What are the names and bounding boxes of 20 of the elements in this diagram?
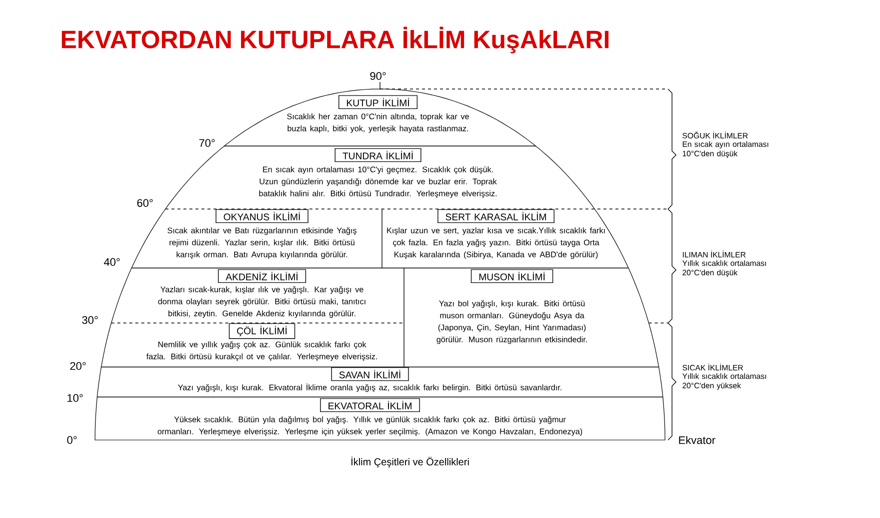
caption: İklim Çeşitleri ve Özellikleri xyxy=(351,456,469,468)
climate-zone: ÇÖL İKLİMİ Nemlilik ve yıllık yağış çok az. Günlük sıcaklık farkı çok fazla. Bitki örtüsü kurakçıl ot ve çalılar. Yerleşmeye elverişsiz. xyxy=(146,323,377,361)
latitude-label: 20° xyxy=(70,362,86,370)
climate-zone: TUNDRA İKLİMİ En sıcak ayın ortalaması 10°C'yi geçmez. Sıcaklık çok düşük. Uzun gündüzlerin yaşandığı dönemde kar ve buzlar erir. Toprak bataklık halini alır. Bitki örtüsü Tundradır. Yerleşmeye elverişsiz. xyxy=(259,148,497,198)
climate-zone: SERT KARASAL İKLİM Kışlar uzun ve sert, yazlar kısa ve sıcak.Yıllık sıcaklık farkı çok fazla. En fazla yağış yazın. Bitki örtüsü tayga Orta Kuşak karalarında (Sibirya, Kanada ve ABD'de görülür) xyxy=(387,209,605,259)
climate-zone: MUSON İKLİMİ Yazı bol yağışlı, kışı kurak. Bitki örtüsü muson ormanları. Güneydoğu Asya da (Japonya, Çin, Seylan, Hint Yarımadası) görülür. Muson rüzgarlarının etkisindedir. xyxy=(436,269,587,344)
latitude-label: 0° xyxy=(67,436,77,444)
latitude-label: 60° xyxy=(137,199,153,207)
climate-zone: KUTUP İKLİMİ Sıcaklık her zaman 0°C'nin altında, toprak kar ve buzla kaplı, bitki yok, yerleşik hayata rastlanmaz. xyxy=(287,95,469,133)
climate-zone: AKDENİZ İKLİMİ Yazları sıcak-kurak, kışlar ılık ve yağışlı. Kar yağışı ve donma olayları seyrek görülür. Bitki örtüsü maki, tanıtıcı bitkisi, zeytin. Genelde Akdeniz kıyılarında görülür. xyxy=(158,269,366,318)
latitude-label: 90° xyxy=(370,72,386,80)
latitude-label: 30° xyxy=(82,316,98,324)
title: EKVATORDAN KUTUPLARA İkLİM KuşAkLARI xyxy=(62,26,608,54)
climate-zone: SAVAN İKLİMİ Yazı yağışlı, kışı kurak. Ekvatoral İklime oranla yağış az, sıcaklık farkı belirgin. Bitki örtüsü savanlardır. xyxy=(178,367,562,392)
climate-zone: OKYANUS İKLİMİ Sıcak akıntılar ve Batı rüzgarlarının etkisinde Yağış rejimi düzenli. Yazlar serin, kışlar ılık. Bitki örtüsü karışık orman. Batı Avrupa kıyılarında görülür. xyxy=(168,209,356,259)
equator-label: Ekvator xyxy=(679,436,716,444)
climate-zone: EKVATORAL İKLİM Yüksek sıcaklık. Bütün yıla dağılmış bol yağış. Yıllık ve günlük sıcaklık farkı çok az. Bitki örtüsü yağmur ormanları. Yerleşmeye elverişsiz. Yerleşme için yüksek yerler seçilmiş. (Amazon ve Kongo Havzaları, Endonezya) xyxy=(158,398,582,436)
latitude-label: 10° xyxy=(68,394,83,402)
latitude-label: 40° xyxy=(104,258,120,266)
latitude-label: 70° xyxy=(199,139,215,147)
